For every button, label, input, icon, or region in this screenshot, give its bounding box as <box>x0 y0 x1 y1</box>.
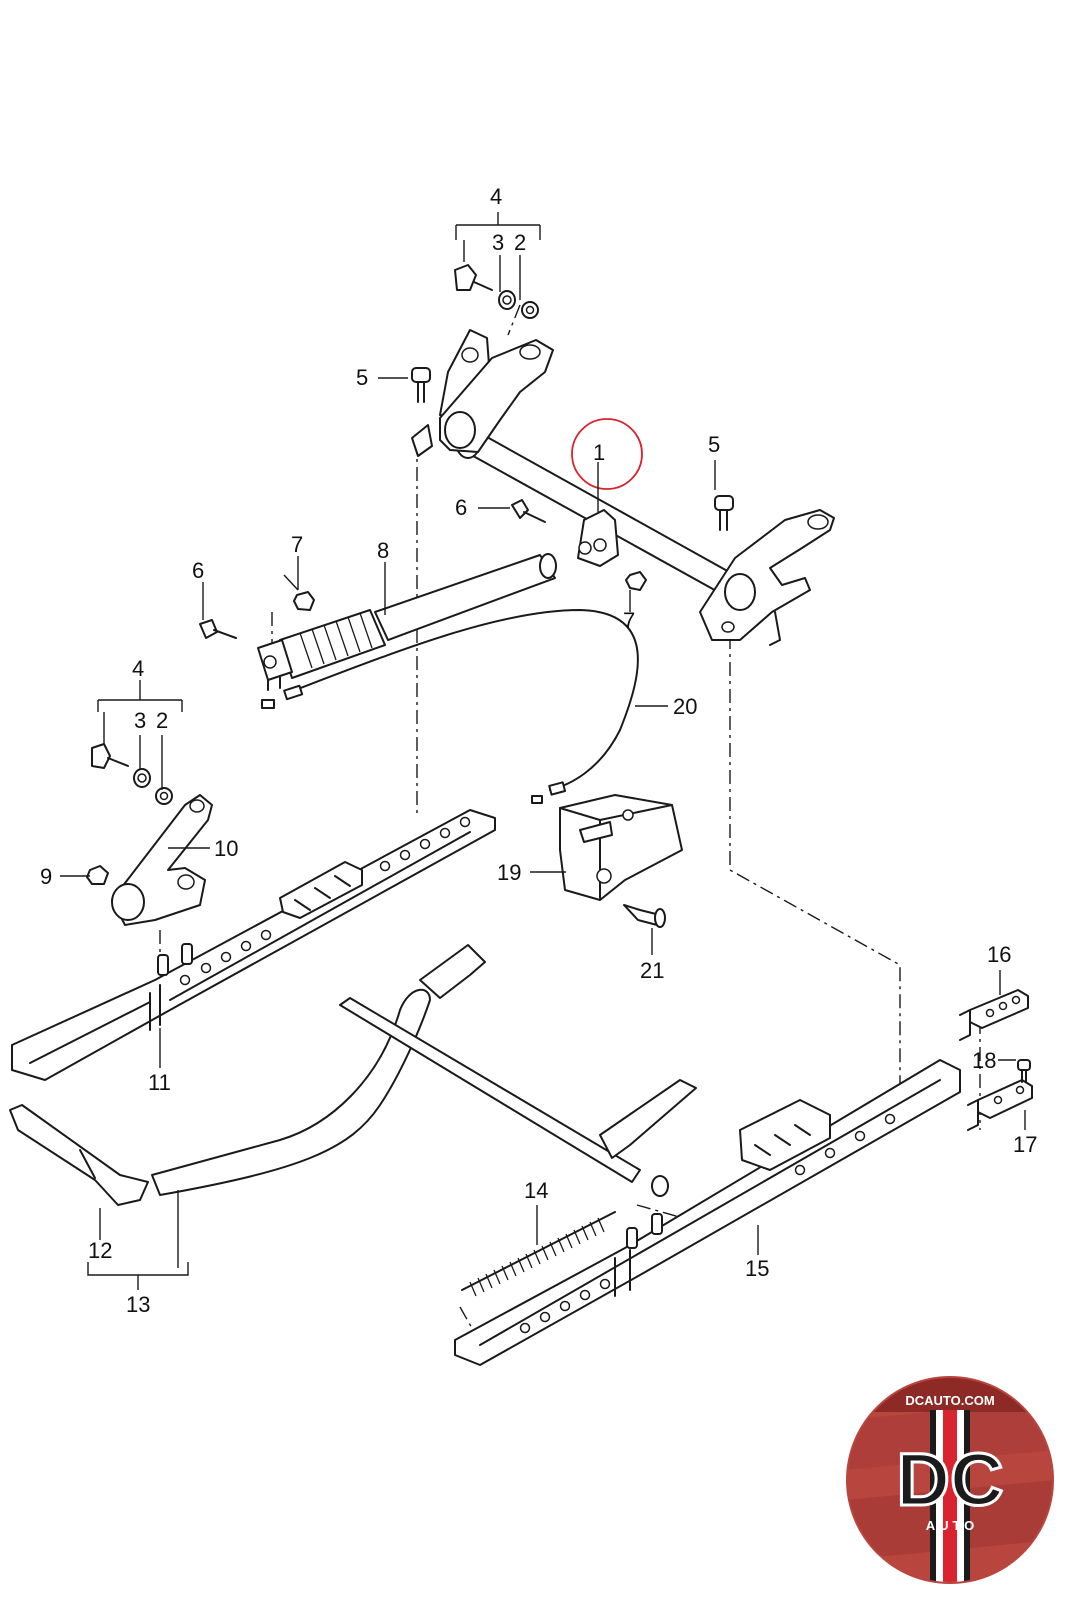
rail-15-holes <box>519 1113 896 1334</box>
fasteners-left <box>86 743 173 885</box>
callout-5-right: 5 <box>708 432 720 457</box>
callout-labels: 4 3 2 5 1 5 6 7 8 6 7 20 4 3 2 10 9 19 2… <box>40 184 1037 1317</box>
part-20-cable <box>261 609 639 804</box>
callout-14: 14 <box>524 1178 548 1203</box>
callout-18: 18 <box>972 1048 996 1073</box>
callout-3-left: 3 <box>134 708 146 733</box>
part-1-cross-tube <box>411 329 835 646</box>
rail-11-holes <box>179 816 471 986</box>
callout-19: 19 <box>497 860 521 885</box>
part-13-release-bar <box>9 944 697 1206</box>
logo-main-text: DC <box>897 1438 1004 1521</box>
callout-7-upper: 7 <box>623 608 635 633</box>
dcauto-logo: DCAUTO.COM DC AUTO <box>846 1376 1054 1584</box>
logo-top-text: DCAUTO.COM <box>905 1393 994 1408</box>
callout-6-left: 6 <box>192 558 204 583</box>
callout-3-top: 3 <box>492 230 504 255</box>
callout-2-left: 2 <box>156 708 168 733</box>
callout-9: 9 <box>40 864 52 889</box>
logo-bottom-text: AUTO <box>926 1518 979 1533</box>
callout-4-top: 4 <box>490 184 502 209</box>
part-10-bracket <box>111 794 213 926</box>
callout-11: 11 <box>148 1070 171 1095</box>
callout-15: 15 <box>745 1256 769 1281</box>
highlight-circle <box>571 418 643 490</box>
part-8-gas-spring <box>257 553 557 691</box>
leader-lines <box>60 212 1026 1290</box>
part-14-spring <box>461 1211 616 1297</box>
callout-12: 12 <box>88 1238 112 1263</box>
callout-21: 21 <box>640 958 664 983</box>
part-19-latch <box>559 794 683 928</box>
callout-7-left: 7 <box>291 532 303 557</box>
fasteners-top <box>199 264 734 639</box>
callout-20: 20 <box>673 694 697 719</box>
callout-13: 13 <box>126 1292 150 1317</box>
part-11-left-rail <box>11 809 496 1081</box>
callout-10: 10 <box>214 836 238 861</box>
callout-5-left: 5 <box>356 365 368 390</box>
callout-16: 16 <box>987 942 1011 967</box>
callout-17: 17 <box>1013 1132 1037 1157</box>
parts-16-17-18 <box>959 989 1033 1131</box>
part-15-right-rail <box>454 1059 961 1366</box>
callout-2-top: 2 <box>514 230 526 255</box>
callout-1: 1 <box>593 440 605 465</box>
callout-4-left: 4 <box>132 656 144 681</box>
callout-6-upper: 6 <box>455 495 467 520</box>
callout-8: 8 <box>377 538 389 563</box>
